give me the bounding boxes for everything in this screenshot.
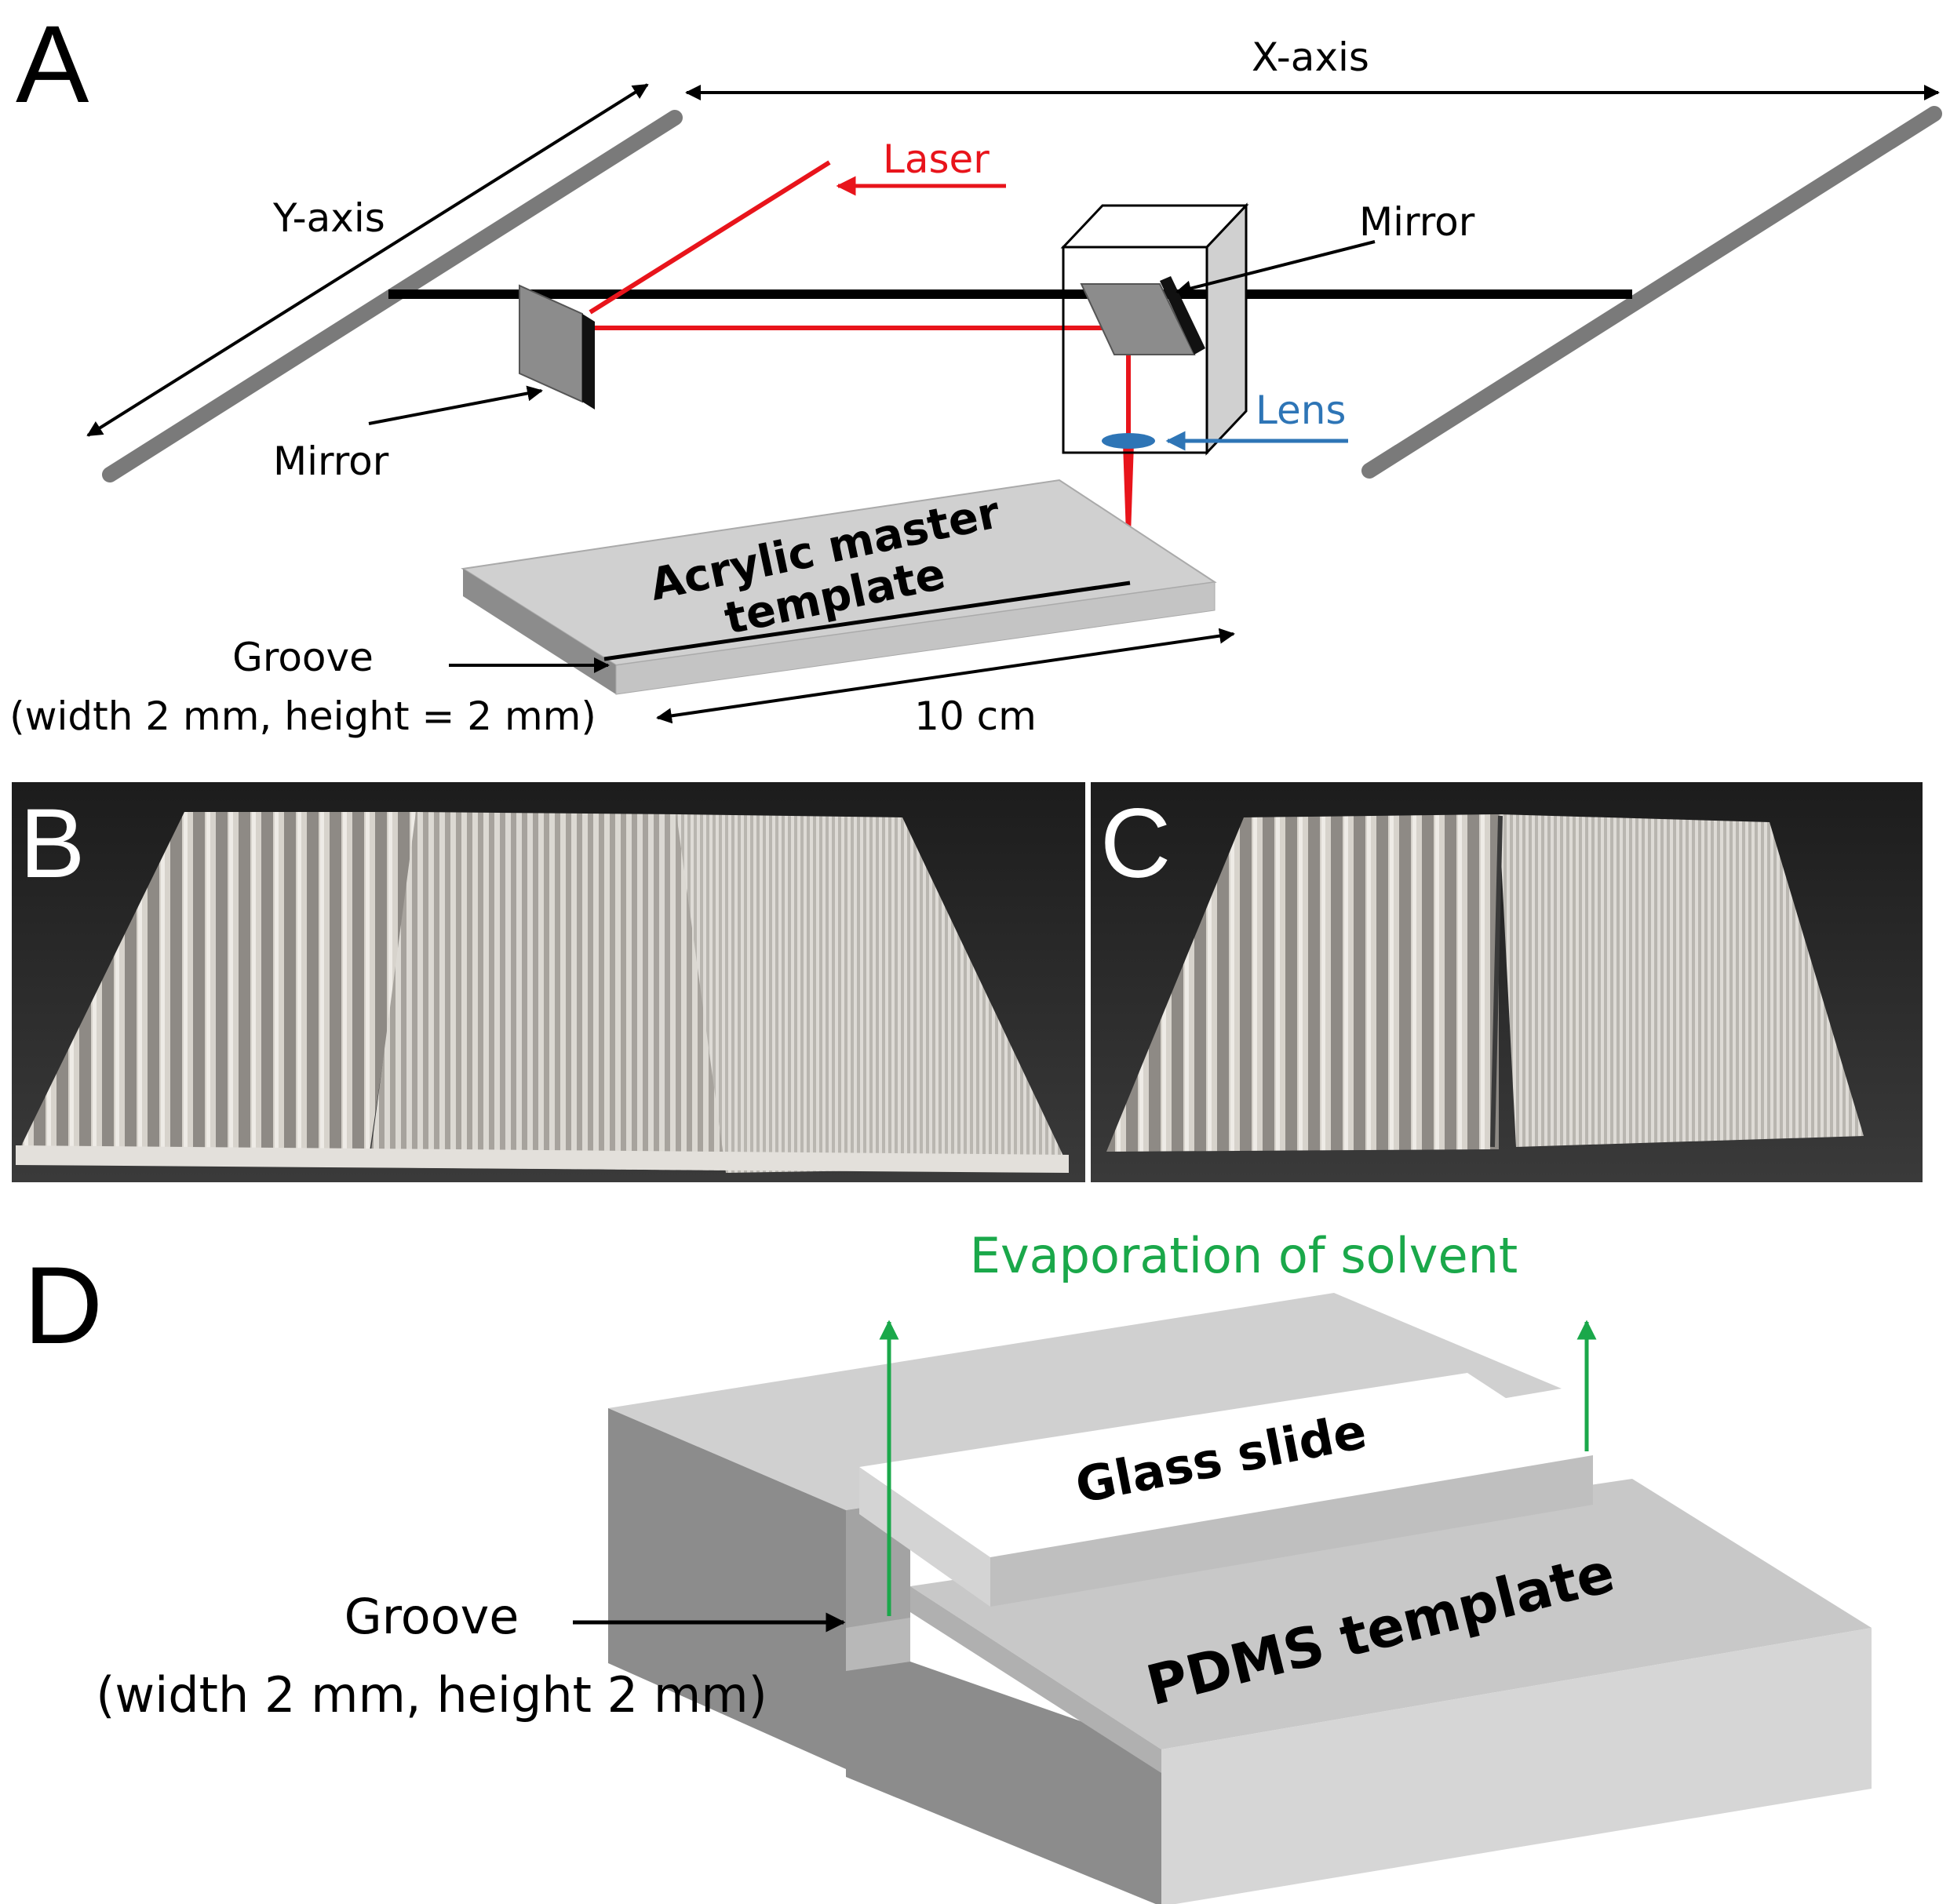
right-mirror-label: Mirror (1359, 199, 1475, 245)
pdms-right-face (1161, 1628, 1872, 1904)
acrylic-front-edge (16, 1145, 1069, 1173)
acrylic-section-fine (676, 814, 1069, 1173)
acrylic-section-wide (16, 812, 420, 1157)
evaporation-label: Evaporation of solvent (970, 1227, 1518, 1284)
length-label: 10 cm (914, 694, 1037, 739)
groove-label-line1: Groove (232, 635, 374, 680)
panel-c-photo: C (1091, 782, 1923, 1182)
pdms-section-fine (1499, 814, 1864, 1147)
panel-b-photo: B (12, 782, 1085, 1182)
acrylic-section-mid (369, 812, 730, 1170)
pdms-section-wide (1106, 814, 1499, 1152)
lens-label: Lens (1256, 388, 1346, 433)
groove-label-line2: (width 2 mm, height = 2 mm) (9, 694, 596, 739)
pdms-front-top (910, 1479, 1872, 1749)
glass-slide-top (859, 1373, 1593, 1557)
panel-a: A Y-axis X-axis Laser Mirror (9, 2, 1942, 739)
pdms-left-side (608, 1408, 846, 1769)
lens-ellipse (1102, 433, 1155, 449)
left-mirror-edge (582, 314, 595, 410)
glass-slide-side (990, 1455, 1593, 1607)
right-mirror-edge (1160, 276, 1205, 355)
panel-b-letter: B (20, 789, 85, 898)
glass-slide-front (859, 1467, 990, 1607)
panel-a-letter: A (16, 2, 89, 126)
pdms-back-top (608, 1293, 1562, 1510)
y-axis-label: Y-axis (272, 195, 385, 241)
panel-d: D Glass slide PDMS template Evaporation … (24, 1227, 1872, 1904)
right-rail (1361, 106, 1942, 479)
groove-d-label-line1: Groove (344, 1588, 519, 1645)
carriage-box (1060, 202, 1249, 456)
x-axis-label: X-axis (1252, 35, 1369, 80)
pdms-front-face-left (910, 1586, 1161, 1773)
length-arrow (656, 628, 1235, 724)
laser-focus-cone (1123, 443, 1134, 581)
right-mirror-arrow (1175, 240, 1376, 297)
laser-beam-incoming (589, 160, 831, 315)
pdms-crack (1490, 815, 1503, 1148)
groove-d-label-line2: (width 2 mm, height 2 mm) (96, 1666, 767, 1724)
panel-c-letter: C (1100, 789, 1171, 898)
laser-label: Laser (883, 137, 990, 182)
left-mirror-arrow (368, 385, 543, 425)
y-axis-arrow (86, 83, 649, 437)
left-mirror (519, 284, 583, 403)
left-mirror-label: Mirror (273, 439, 389, 484)
panel-d-letter: D (24, 1243, 103, 1367)
